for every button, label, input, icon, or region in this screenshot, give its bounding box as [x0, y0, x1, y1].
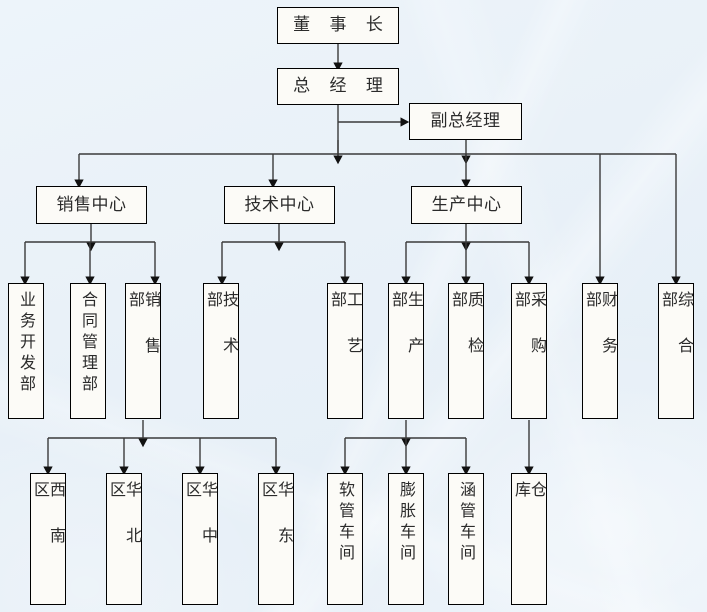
node-general-manager[interactable]: 总 经 理 [277, 68, 399, 105]
node-contract-mgmt-dept[interactable]: 合同管理部 [70, 283, 106, 419]
node-sales-dept[interactable]: 销售部 [125, 283, 161, 419]
node-purchasing-dept[interactable]: 采购部 [511, 283, 547, 419]
node-warehouse[interactable]: 仓库 [511, 473, 547, 605]
node-east-region[interactable]: 华东区 [258, 473, 294, 605]
node-sales-center[interactable]: 销售中心 [36, 186, 147, 224]
node-southwest-region[interactable]: 西南区 [30, 473, 66, 605]
node-deputy-general-manager[interactable]: 副总经理 [409, 103, 522, 140]
node-chairman[interactable]: 董 事 长 [277, 7, 399, 44]
node-production-dept[interactable]: 生产部 [388, 283, 424, 419]
node-tech-dept[interactable]: 技术部 [203, 283, 239, 419]
node-central-region[interactable]: 华中区 [182, 473, 218, 605]
node-quality-dept[interactable]: 质检部 [448, 283, 484, 419]
node-tech-center[interactable]: 技术中心 [224, 186, 335, 224]
node-north-region[interactable]: 华北区 [106, 473, 142, 605]
node-finance-dept[interactable]: 财务部 [582, 283, 618, 419]
node-expansion-workshop[interactable]: 膨胀车间 [388, 473, 424, 605]
node-general-affairs-dept[interactable]: 综合部 [658, 283, 694, 419]
node-production-center[interactable]: 生产中心 [411, 186, 522, 224]
node-business-dev-dept[interactable]: 业务开发部 [8, 283, 44, 419]
node-process-dept[interactable]: 工艺部 [327, 283, 363, 419]
node-hose-workshop[interactable]: 软管车间 [327, 473, 363, 605]
node-culvert-workshop[interactable]: 涵管车间 [448, 473, 484, 605]
